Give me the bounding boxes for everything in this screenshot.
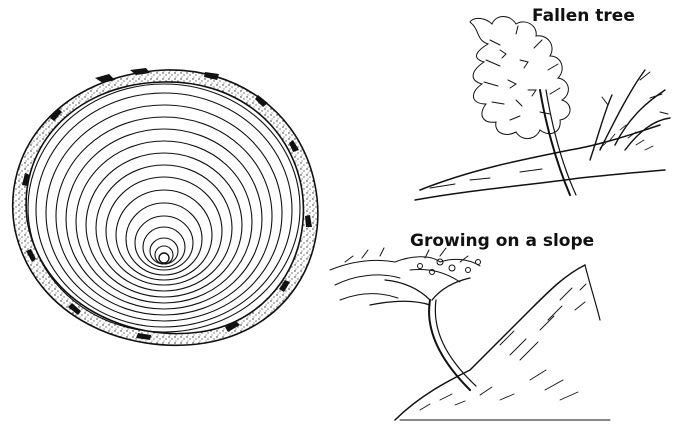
slope-tree-canopy	[330, 248, 481, 300]
tree-ring-cross-section	[13, 68, 318, 345]
fallen-tree-caption: Fallen tree	[532, 6, 635, 26]
fallen-tree-illustration	[415, 17, 670, 201]
slope-tree-illustration	[330, 248, 610, 420]
slope-caption: Growing on a slope	[410, 231, 594, 251]
conifer-foliage	[470, 17, 570, 139]
pith	[159, 253, 169, 263]
